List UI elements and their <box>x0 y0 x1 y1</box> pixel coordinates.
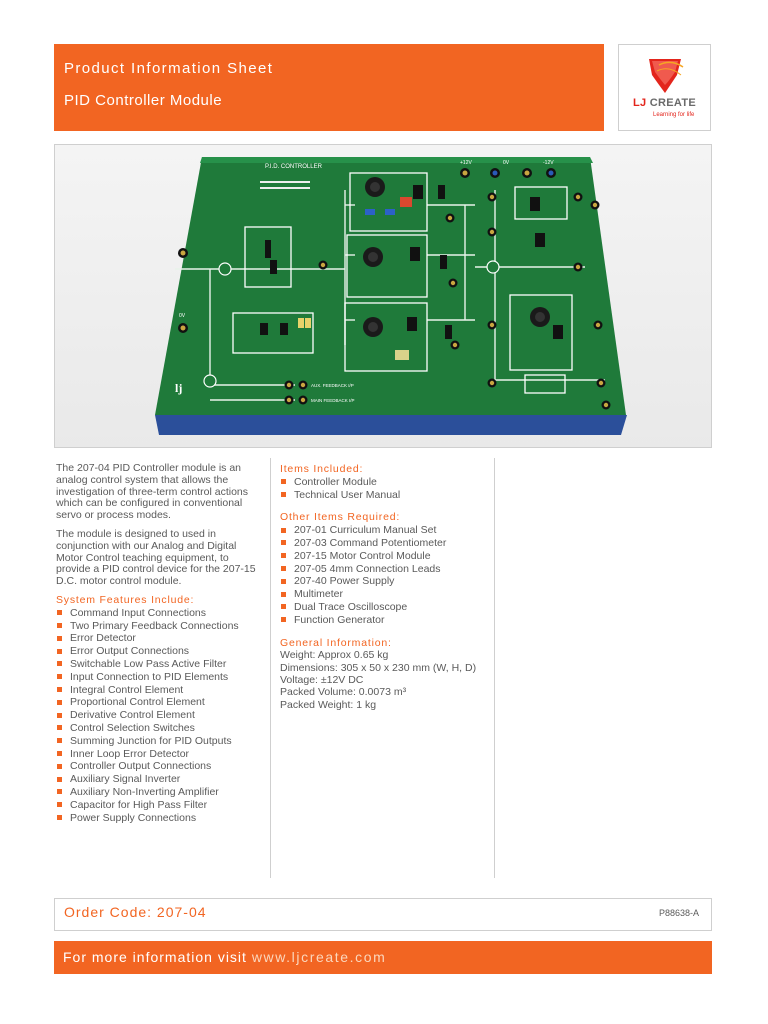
logo-wordmark: LJ CREATE <box>633 97 697 109</box>
website-link[interactable]: www.ljcreate.com <box>251 949 387 965</box>
list-item: Capacitor for High Pass Filter <box>56 799 261 812</box>
list-item: Controller Module <box>280 476 490 489</box>
footer-lead: For more information visit <box>63 949 252 965</box>
shield-logo-icon <box>649 59 684 93</box>
list-item: Technical User Manual <box>280 489 490 502</box>
voltage-text: Voltage: ±12V DC <box>280 673 364 686</box>
list-item: Derivative Control Element <box>56 709 261 722</box>
general-info: Weight: Approx 0.65 kg Dimensions: 305 x… <box>280 649 490 710</box>
document-title: Product Information Sheet <box>64 60 274 77</box>
intro-paragraph-2: The module is designed to used in conjun… <box>56 527 256 588</box>
packed-volume-text: Packed Volume: 0.0073 m³ <box>280 686 407 699</box>
list-item: Error Detector <box>56 632 261 645</box>
list-item: 207-01 Curriculum Manual Set <box>280 524 490 537</box>
board-label-aux-feedback: AUX. FEEDBACK I/P <box>311 383 354 388</box>
list-item: Power Supply Connections <box>56 812 261 825</box>
pid-board-illustration: P.I.D. CONTROLLER +12V 0V -12V <box>55 145 711 447</box>
general-heading: General Information: <box>280 636 392 649</box>
column-divider <box>270 458 271 878</box>
order-code: Order Code: 207-04 <box>64 904 207 920</box>
list-item: 207-40 Power Supply <box>280 575 490 588</box>
list-item: Control Selection Switches <box>56 722 261 735</box>
list-item: Summing Junction for PID Outputs <box>56 735 261 748</box>
list-item: Dual Trace Oscilloscope <box>280 601 490 614</box>
list-item: Two Primary Feedback Connections <box>56 620 261 633</box>
list-item: Inner Loop Error Detector <box>56 748 261 761</box>
included-heading: Items Included: <box>280 463 364 475</box>
list-item: Controller Output Connections <box>56 760 261 773</box>
weight-text: Weight: Approx 0.65 kg <box>280 649 389 662</box>
board-label-0v-left: 0V <box>179 313 186 319</box>
board-label-main-feedback: MAIN FEEDBACK I/P <box>311 398 355 403</box>
list-item: 207-05 4mm Connection Leads <box>280 563 490 576</box>
document-reference: P88638-A <box>658 908 699 918</box>
list-item: Switchable Low Pass Active Filter <box>56 658 261 671</box>
dimensions-text: Dimensions: 305 x 50 x 230 mm (W, H, D) <box>280 661 477 674</box>
list-item: Command Input Connections <box>56 607 261 620</box>
footer-banner: For more information visit www.ljcreate.… <box>54 941 712 974</box>
board-title: P.I.D. CONTROLLER <box>265 164 323 170</box>
list-item: 207-15 Motor Control Module <box>280 550 490 563</box>
features-list: Command Input Connections Two Primary Fe… <box>56 607 261 825</box>
logo-tagline: Learning for life <box>653 112 695 118</box>
packed-weight-text: Packed Weight: 1 kg <box>280 698 377 711</box>
required-list: 207-01 Curriculum Manual Set 207-03 Comm… <box>280 524 490 626</box>
product-photo: P.I.D. CONTROLLER +12V 0V -12V <box>54 144 712 448</box>
list-item: 207-03 Command Potentiometer <box>280 537 490 550</box>
intro-column: The 207-04 PID Controller module is an a… <box>56 462 261 825</box>
included-list: Controller Module Technical User Manual <box>280 476 490 502</box>
board-label-minus12: -12V <box>543 160 554 166</box>
footer-text: For more information visit www.ljcreate.… <box>63 949 386 965</box>
list-item: Proportional Control Element <box>56 696 261 709</box>
list-item: Function Generator <box>280 614 490 627</box>
board-label-0v-top: 0V <box>503 160 510 166</box>
svg-text:lj: lj <box>175 381 182 395</box>
list-item: Integral Control Element <box>56 684 261 697</box>
board-label-plus12: +12V <box>460 160 472 166</box>
order-code-box: Order Code: 207-04 P88638-A <box>54 898 712 931</box>
column-divider <box>494 458 495 878</box>
knob-icon <box>363 177 550 337</box>
list-item: Multimeter <box>280 588 490 601</box>
required-heading: Other Items Required: <box>280 511 401 524</box>
brand-logo: LJ CREATE Learning for life <box>618 44 711 131</box>
list-item: Input Connection to PID Elements <box>56 671 261 684</box>
list-item: Auxiliary Non-Inverting Amplifier <box>56 786 261 799</box>
features-heading: System Features Include: <box>56 593 195 606</box>
product-name: PID Controller Module <box>64 92 223 109</box>
list-item: Auxiliary Signal Inverter <box>56 773 261 786</box>
intro-paragraph-1: The 207-04 PID Controller module is an a… <box>56 462 249 522</box>
header-banner: Product Information Sheet PID Controller… <box>54 44 604 131</box>
details-column: Items Included: Controller Module Techni… <box>280 463 490 711</box>
list-item: Error Output Connections <box>56 645 261 658</box>
